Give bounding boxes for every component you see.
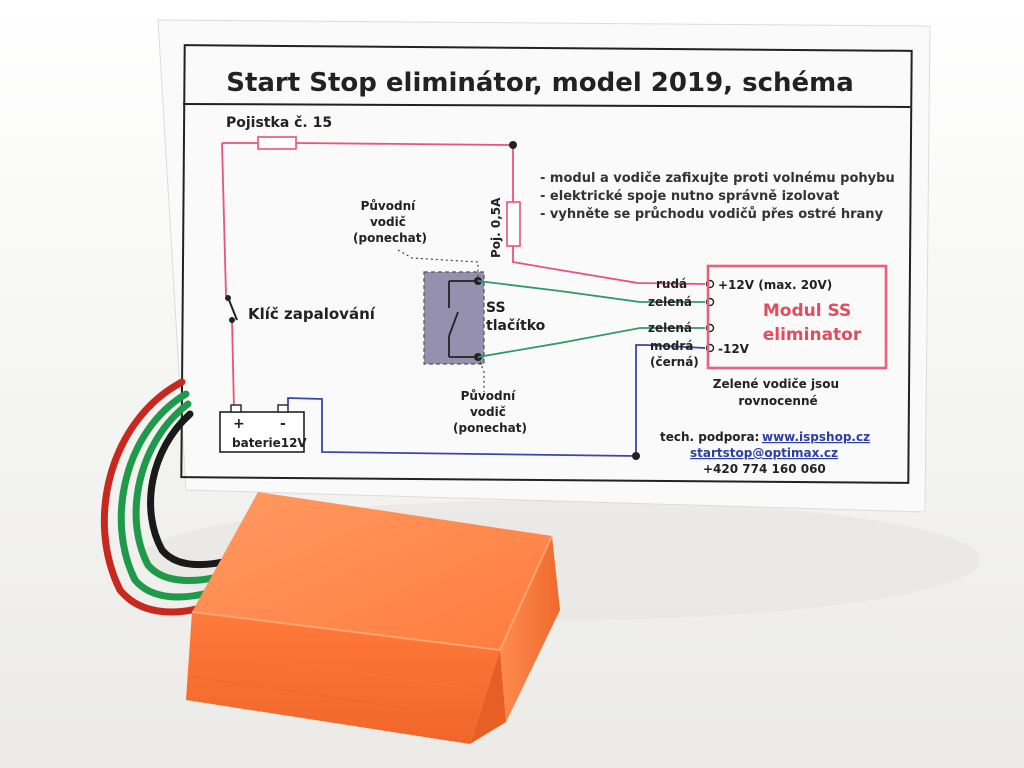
- fuse-small-icon: [506, 201, 521, 247]
- module-minus-label: -12V: [718, 342, 750, 356]
- orange-module-photo: [186, 492, 560, 744]
- wire-label-blue: modrá (černá): [650, 339, 699, 369]
- card-title: Start Stop eliminátor, model 2019, schém…: [226, 68, 854, 98]
- battery-plus: +: [233, 416, 245, 432]
- note-item: - vyhněte se průchodu vodičů přes ostré …: [540, 207, 884, 222]
- support-label: tech. podpora:: [660, 430, 759, 444]
- battery-minus: -: [280, 416, 286, 432]
- ignition-switch-icon: [225, 295, 238, 323]
- note-item: - modul a vodiče zafixujte proti volnému…: [540, 171, 895, 186]
- module-box: +12V (max. 20V) -12V Modul SS eliminator: [706, 264, 888, 370]
- cable-bundle: [100, 378, 236, 616]
- ignition-key-label: Klíč zapalování: [248, 305, 376, 323]
- support-phone: +420 774 160 060: [703, 462, 826, 476]
- original-wire-label-top: Původní vodič (ponechat): [353, 199, 427, 245]
- wire-label-green-1: zelená: [648, 295, 692, 309]
- battery-icon: + - baterie12V: [219, 404, 307, 453]
- fuse-main-icon: [257, 136, 297, 150]
- note-item: - elektrické spoje nutno správně izolova…: [540, 189, 839, 204]
- notes-list: - modul a vodiče zafixujte proti volnému…: [540, 171, 895, 222]
- ss-button-label: SS tlačítko: [486, 300, 546, 334]
- fuse-main-label: Pojistka č. 15: [226, 115, 332, 131]
- battery-label: baterie12V: [232, 436, 307, 450]
- original-wire-label-bottom: Původní vodič (ponechat): [453, 389, 527, 435]
- module-plus-label: +12V (max. 20V): [718, 278, 832, 292]
- fuse-small-label: Poj. 0,5A: [489, 197, 503, 258]
- wire-label-red: rudá: [656, 277, 687, 291]
- green-wires-note: Zelené vodiče jsou rovnocenné: [713, 377, 843, 408]
- support-url-link[interactable]: www.ispshop.cz: [762, 430, 870, 444]
- ss-button-switch: [423, 271, 485, 365]
- instruction-card: Start Stop eliminátor, model 2019, schém…: [157, 19, 931, 513]
- module-title: Modul SS eliminator: [763, 301, 862, 345]
- support-email-link[interactable]: startstop@optimax.cz: [690, 446, 838, 460]
- wire-label-green-2: zelená: [648, 321, 692, 335]
